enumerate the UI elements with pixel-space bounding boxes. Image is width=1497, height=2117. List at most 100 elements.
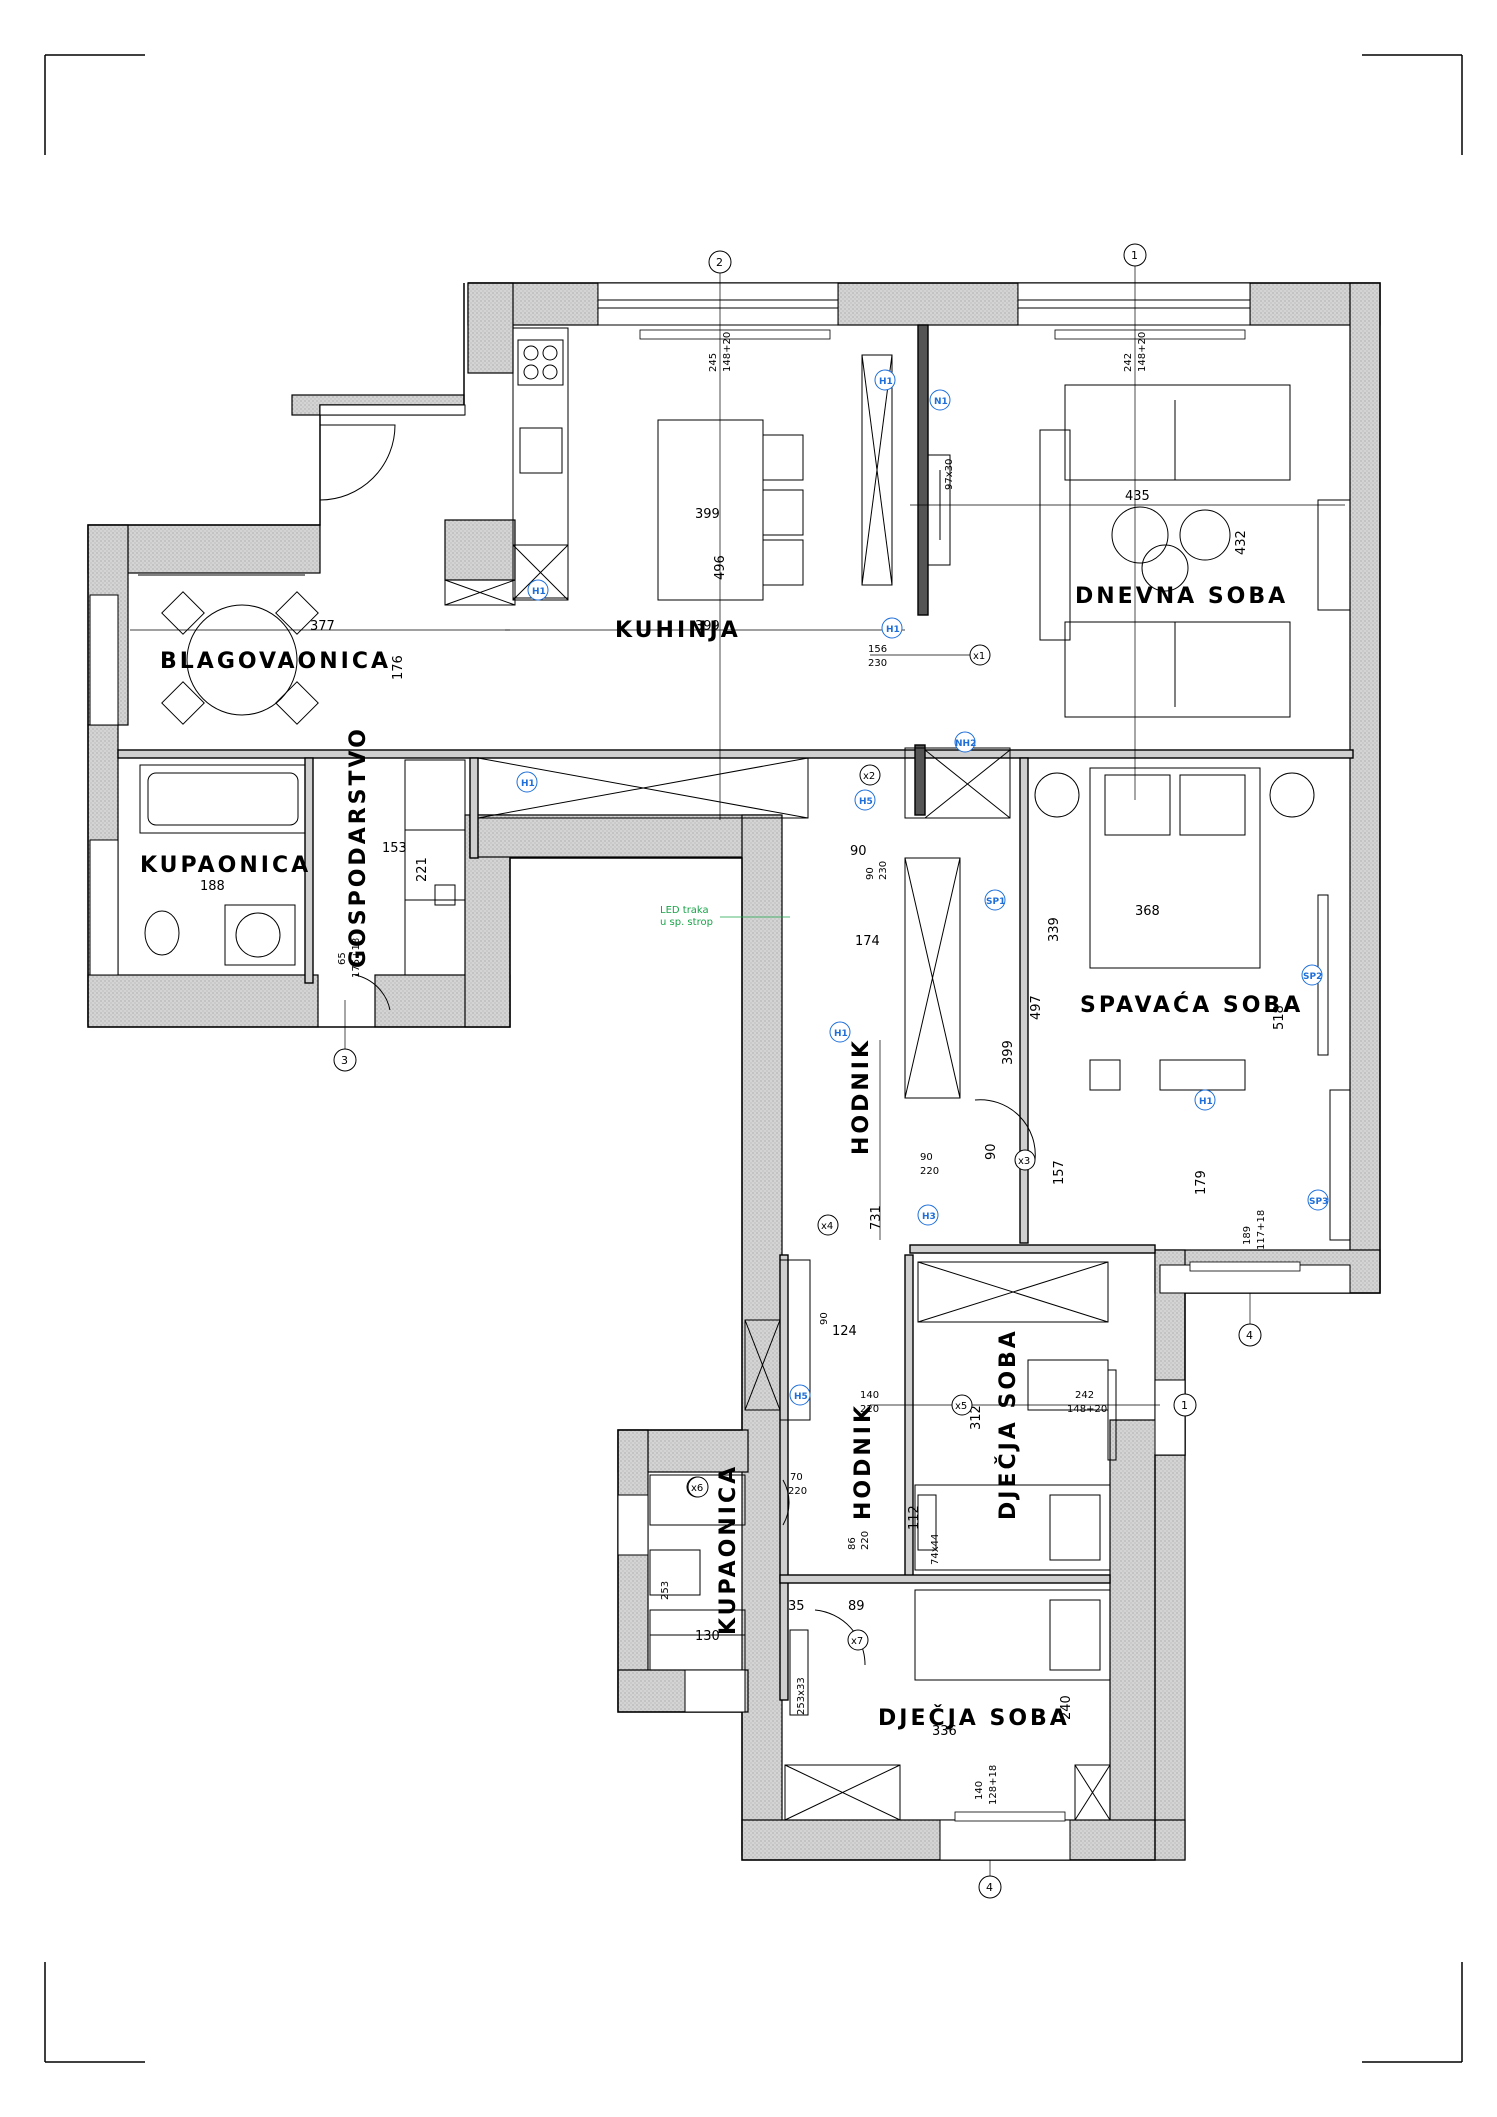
dim-156: 156	[868, 644, 887, 655]
dim-70: 70	[790, 1472, 803, 1483]
dim-368: 368	[1135, 904, 1160, 919]
room-labels: BLAGOVAONICA KUHINJA DNEVNA SOBA KUPAONI…	[140, 584, 1300, 1731]
dim-86: 86	[847, 1537, 858, 1550]
dim-90-220: 90	[920, 1152, 933, 1163]
grid-markers	[333, 243, 1262, 1899]
dim-230-a: 230	[868, 658, 887, 669]
room-label-hodnik-2: HODNIK	[851, 1403, 876, 1520]
living-room-furniture	[927, 384, 1351, 718]
grid-text-1-top: 1	[1131, 249, 1138, 262]
interior-walls	[117, 324, 1354, 1701]
dim-153: 153	[382, 841, 407, 856]
room-label-djecja-soba-2: DJEČJA SOBA	[878, 1705, 1070, 1731]
marker-x3	[1014, 1149, 1036, 1171]
marker-text-x6: x6	[691, 1483, 703, 1494]
dim-157: 157	[1052, 1160, 1067, 1185]
room-label-djecja-soba-1: DJEČJA SOBA	[995, 1328, 1021, 1520]
dim-174: 174	[855, 934, 880, 949]
grid-text-4-bottom: 4	[986, 1881, 993, 1894]
dim-188: 188	[200, 879, 225, 894]
grid-marker-3	[333, 1048, 357, 1072]
dim-89: 89	[848, 1599, 865, 1614]
marker-x1	[969, 644, 991, 666]
dim-220-c: 220	[788, 1486, 807, 1497]
tag-h1-d: H1	[521, 779, 535, 789]
dim-435: 435	[1125, 489, 1150, 504]
dining-furniture	[138, 574, 319, 725]
dim-74x44: 74x44	[930, 1534, 941, 1565]
dim-112: 112	[907, 1505, 922, 1530]
tag-n1: N1	[934, 397, 948, 407]
dim-230-b: 230	[878, 861, 889, 880]
marker-text-x3: x3	[1018, 1156, 1030, 1167]
doors	[319, 424, 1036, 1666]
room-label-kupaonica-1: KUPAONICA	[140, 853, 311, 878]
led-note-line-1: LED traka	[660, 905, 709, 916]
tag-sp2: SP2	[1303, 972, 1322, 982]
dim-336: 336	[932, 1724, 957, 1739]
dim-497: 497	[1029, 995, 1044, 1020]
dim-65: 65	[337, 952, 348, 965]
grid-marker-texts: 2 1 3 4 1 4 x1 x2 x3 x4 x5 x6 x7	[341, 249, 1253, 1894]
tag-h3: H3	[922, 1212, 936, 1222]
dim-220-a: 220	[920, 1166, 939, 1177]
grid-marker-2-top	[708, 250, 732, 274]
dimension-lines	[130, 255, 1345, 1880]
marker-text-x7: x7	[851, 1636, 863, 1647]
dim-377: 377	[310, 619, 335, 634]
dim-253x33: 253x33	[796, 1677, 807, 1715]
dim-35: 35	[788, 1599, 805, 1614]
marker-text-x1: x1	[973, 651, 985, 662]
tag-sp1: SP1	[986, 897, 1005, 907]
dim-124: 124	[832, 1324, 857, 1339]
equipment-tags	[516, 369, 1329, 1406]
dim-399-a: 399	[695, 507, 720, 522]
tag-sp3: SP3	[1309, 1197, 1328, 1207]
dim-148-20-a: 148+20	[722, 332, 733, 372]
dim-90-230: 90	[865, 867, 876, 880]
grid-marker-1-top	[1123, 243, 1147, 267]
grid-marker-1-mid	[1173, 1393, 1197, 1417]
sheet-corner-marks	[44, 54, 1463, 2063]
marker-x7	[847, 1629, 869, 1651]
marker-text-x2: x2	[863, 771, 875, 782]
grid-marker-4-bottom	[978, 1875, 1002, 1899]
plan-outline	[87, 282, 1381, 1861]
marker-x5	[951, 1394, 973, 1416]
dim-245: 245	[708, 353, 719, 372]
dim-312: 312	[969, 1405, 984, 1430]
grid-text-3: 3	[341, 1054, 348, 1067]
room-label-kuhinja: KUHINJA	[615, 618, 741, 643]
dim-242-b: 242	[1075, 1390, 1094, 1401]
grid-text-2-top: 2	[716, 256, 723, 269]
dim-90-c: 90	[819, 1312, 830, 1325]
room-label-kupaonica-2: KUPAONICA	[716, 1464, 741, 1635]
dim-432: 432	[1234, 530, 1249, 555]
dim-399-c: 399	[1001, 1040, 1016, 1065]
kitchen-furniture	[444, 327, 893, 606]
dim-731: 731	[869, 1205, 884, 1230]
dim-242-a: 242	[1123, 353, 1134, 372]
dim-117-18: 117+18	[1256, 1210, 1267, 1250]
tag-h1-e: H1	[834, 1029, 848, 1039]
dim-220-b: 220	[860, 1404, 879, 1415]
dim-128-18: 128+18	[988, 1765, 999, 1805]
room-label-gospodarstvo: GOSPODARSTVO	[346, 726, 371, 968]
tag-nh2: NH2	[955, 739, 976, 749]
led-note-line-2: u sp. strop	[660, 917, 713, 928]
dim-253: 253	[660, 1581, 671, 1600]
dim-339: 339	[1047, 917, 1062, 942]
tag-h5-a: H5	[859, 797, 873, 807]
bathroom-2-furniture	[649, 1474, 746, 1671]
room-label-blagovaonica: BLAGOVAONICA	[160, 649, 391, 674]
grid-text-4-right: 4	[1246, 1329, 1253, 1342]
marker-text-x5: x5	[955, 1401, 967, 1412]
dim-140-b: 140	[974, 1781, 985, 1800]
equipment-tag-texts: H1 N1 H1 H1 H1 NH2 H5 SP1 H1 SP2 SP3 H1 …	[521, 377, 1328, 1402]
tag-h5-b: H5	[794, 1392, 808, 1402]
dim-148-20-c: 148+20	[1067, 1404, 1107, 1415]
dim-130: 130	[695, 1629, 720, 1644]
marker-x4	[817, 1214, 839, 1236]
tag-h1-b: H1	[879, 377, 893, 387]
